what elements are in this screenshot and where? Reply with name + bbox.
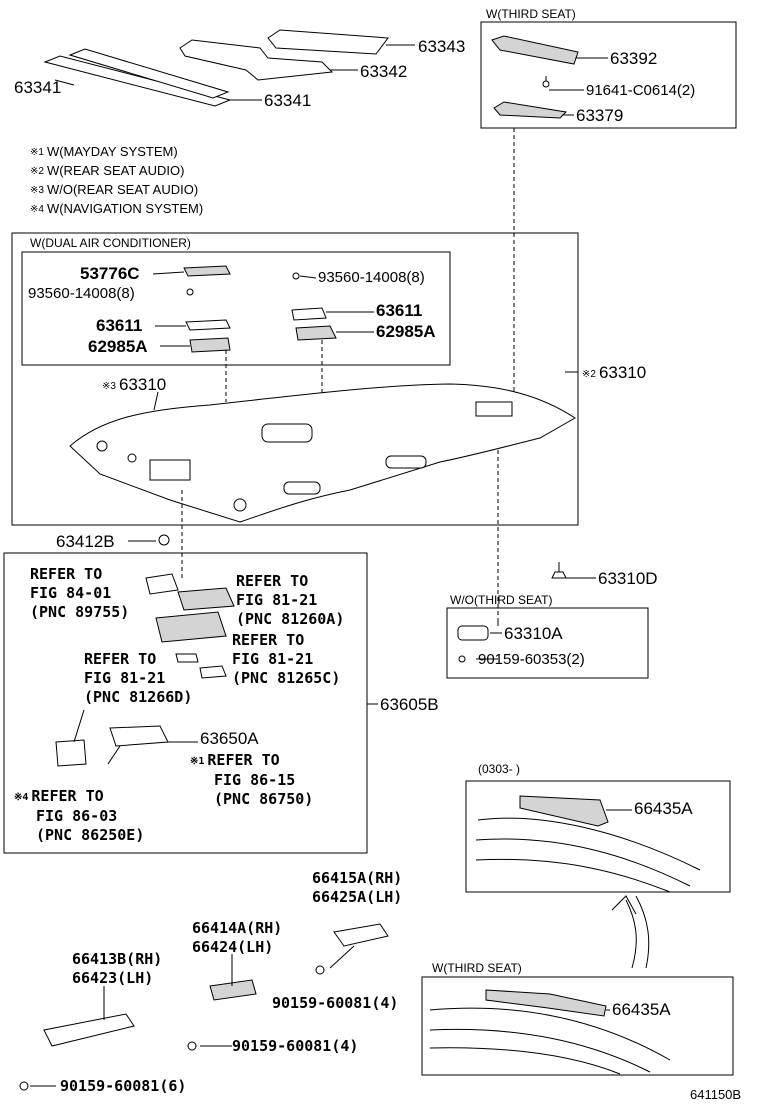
- overhead-console-box: [3, 552, 368, 854]
- grip-handles: [19, 923, 389, 1091]
- label-93560-left: 93560-14008(8): [28, 285, 135, 302]
- label-90159-60081-a: 90159-60081(4): [272, 994, 399, 1012]
- third-seat-bottom-box: [421, 976, 734, 1076]
- section-third-seat-top: W(THIRD SEAT): [486, 7, 576, 21]
- label-62985a-right: 62985A: [376, 322, 436, 341]
- label-90159-60081-b: 90159-60081(4): [232, 1037, 359, 1055]
- overhead-console-parts: [55, 573, 502, 767]
- date-range-box: [465, 780, 731, 893]
- label-66413b-66423: 66413B(RH)66423(LH): [72, 950, 163, 987]
- label-53776c: 53776C: [80, 264, 140, 283]
- dual-air-parts: [152, 265, 374, 402]
- label-63412b: 63412B: [56, 532, 115, 551]
- label-66414a-66424: 66414A(RH)66424(LH): [192, 919, 283, 956]
- label-63343: 63343: [418, 37, 466, 56]
- third-seat-top-box: [480, 21, 737, 129]
- section-dual-air: W(DUAL AIR CONDITIONER): [30, 236, 191, 250]
- third-seat-top-parts: [491, 35, 608, 400]
- section-date-range: (0303- ): [478, 762, 521, 776]
- label-63392: 63392: [610, 49, 658, 68]
- label-63310d: 63310D: [598, 569, 658, 588]
- label-66435a-bottom: 66435A: [612, 1000, 671, 1019]
- dual-air-outer-box: [11, 232, 579, 526]
- label-63650a: 63650A: [200, 729, 259, 748]
- label-63611-right: 63611: [376, 301, 423, 320]
- label-63341-right: 63341: [264, 91, 312, 110]
- headliner-group: [69, 371, 578, 622]
- label-63342: 63342: [360, 62, 408, 81]
- label-63611-left: 63611: [96, 316, 143, 335]
- label-66435a-top: 66435A: [634, 799, 693, 818]
- wo-third-seat-box: [446, 607, 649, 679]
- label-90159-60353: 90159-60353(2): [478, 651, 585, 668]
- dual-air-inner-box: [21, 251, 451, 366]
- label-90159-60081-c: 90159-60081(6): [60, 1077, 187, 1095]
- label-93560-right: 93560-14008(8): [318, 269, 425, 286]
- roof-art-lower: [429, 895, 671, 1075]
- pads-group: [43, 29, 415, 107]
- diagram-id: 641150B: [690, 1087, 742, 1102]
- section-third-seat-bottom: W(THIRD SEAT): [432, 961, 522, 975]
- roof-art-upper: [475, 795, 701, 893]
- label-63310a: 63310A: [504, 624, 563, 643]
- label-62985a-left: 62985A: [88, 337, 148, 356]
- label-63379: 63379: [576, 106, 624, 125]
- label-91641: 91641-C0614(2): [586, 82, 696, 99]
- section-wo-third-seat: W/O(THIRD SEAT): [450, 593, 553, 607]
- label-63341-left: 63341: [14, 78, 62, 97]
- label-63605b: 63605B: [380, 695, 439, 714]
- clip-group: [128, 534, 596, 579]
- label-66415a-66425a: 66415A(RH)66425A(LH): [312, 869, 403, 906]
